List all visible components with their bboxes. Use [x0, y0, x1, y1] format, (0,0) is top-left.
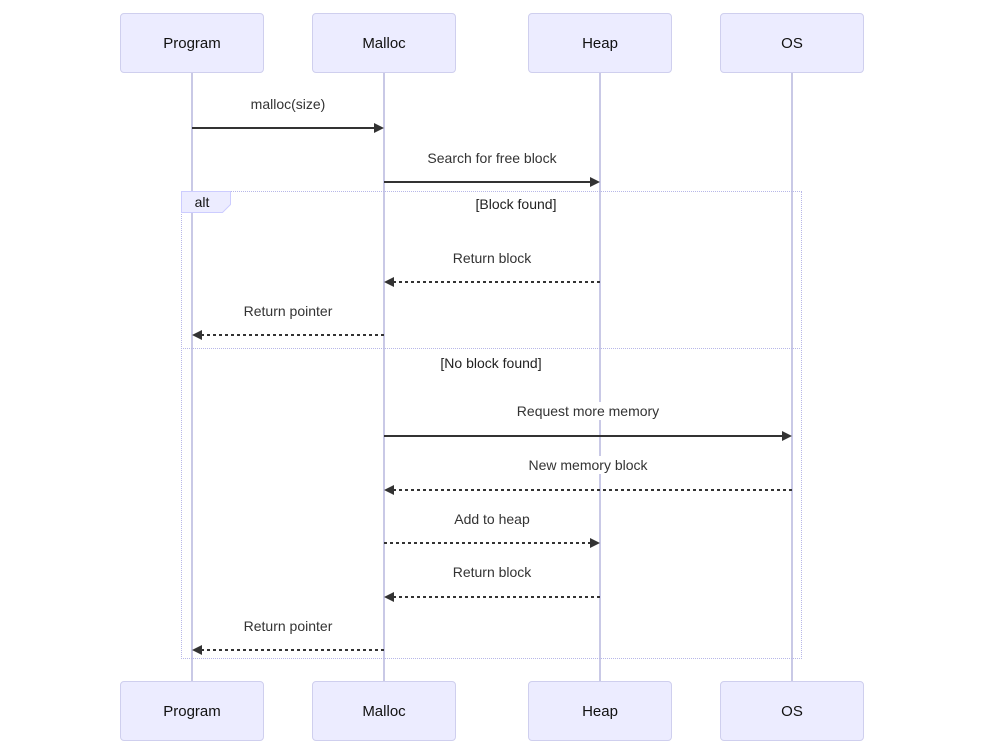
alt-condition-no-block-found: [No block found]: [440, 355, 542, 371]
message-label-malloc-size: malloc(size): [247, 95, 329, 113]
message-arrow-1: [192, 127, 375, 129]
alt-label-shape: [181, 191, 231, 213]
actor-label: OS: [781, 702, 803, 720]
alt-section-divider: [181, 348, 802, 349]
actor-heap-bottom: Heap: [528, 681, 672, 741]
message-arrow-6: [393, 489, 792, 491]
actor-os-bottom: OS: [720, 681, 864, 741]
message-label-return-pointer-1: Return pointer: [240, 302, 336, 320]
arrowhead-left-icon: [384, 277, 394, 287]
arrowhead-right-icon: [374, 123, 384, 133]
actor-malloc-bottom: Malloc: [312, 681, 456, 741]
alt-frame-label: alt: [181, 191, 231, 213]
actor-label: Heap: [582, 34, 618, 52]
lifeline-heap: [599, 73, 601, 681]
message-arrow-8: [393, 596, 600, 598]
message-arrow-3: [393, 281, 600, 283]
message-label-new-memory-block: New memory block: [525, 456, 651, 474]
arrowhead-left-icon: [192, 330, 202, 340]
arrowhead-right-icon: [590, 177, 600, 187]
actor-label: OS: [781, 34, 803, 52]
lifeline-malloc: [383, 73, 385, 681]
message-label-return-block-1: Return block: [449, 249, 535, 267]
message-label-return-pointer-2: Return pointer: [240, 617, 336, 635]
message-label-add-to-heap: Add to heap: [451, 510, 533, 528]
message-arrow-4: [201, 334, 384, 336]
message-label-search-free-block: Search for free block: [424, 149, 560, 167]
message-arrow-5: [384, 435, 783, 437]
arrowhead-right-icon: [590, 538, 600, 548]
actor-label: Malloc: [362, 702, 406, 720]
actor-program-top: Program: [120, 13, 264, 73]
actor-label: Heap: [582, 702, 618, 720]
message-label-return-block-2: Return block: [449, 563, 535, 581]
actor-label: Program: [163, 34, 221, 52]
message-arrow-2: [384, 181, 591, 183]
actor-label: Malloc: [362, 34, 406, 52]
lifeline-os: [791, 73, 793, 681]
alt-condition-block-found: [Block found]: [475, 196, 557, 212]
message-arrow-7: [384, 542, 591, 544]
lifeline-program: [191, 73, 193, 681]
actor-label: Program: [163, 702, 221, 720]
alt-label-text: alt: [194, 194, 210, 210]
actor-malloc-top: Malloc: [312, 13, 456, 73]
arrowhead-right-icon: [782, 431, 792, 441]
actor-heap-top: Heap: [528, 13, 672, 73]
arrowhead-left-icon: [384, 485, 394, 495]
message-label-request-more-memory: Request more memory: [513, 402, 663, 420]
actor-os-top: OS: [720, 13, 864, 73]
alt-frame: [181, 191, 802, 659]
arrowhead-left-icon: [192, 645, 202, 655]
arrowhead-left-icon: [384, 592, 394, 602]
message-arrow-9: [201, 649, 384, 651]
actor-program-bottom: Program: [120, 681, 264, 741]
